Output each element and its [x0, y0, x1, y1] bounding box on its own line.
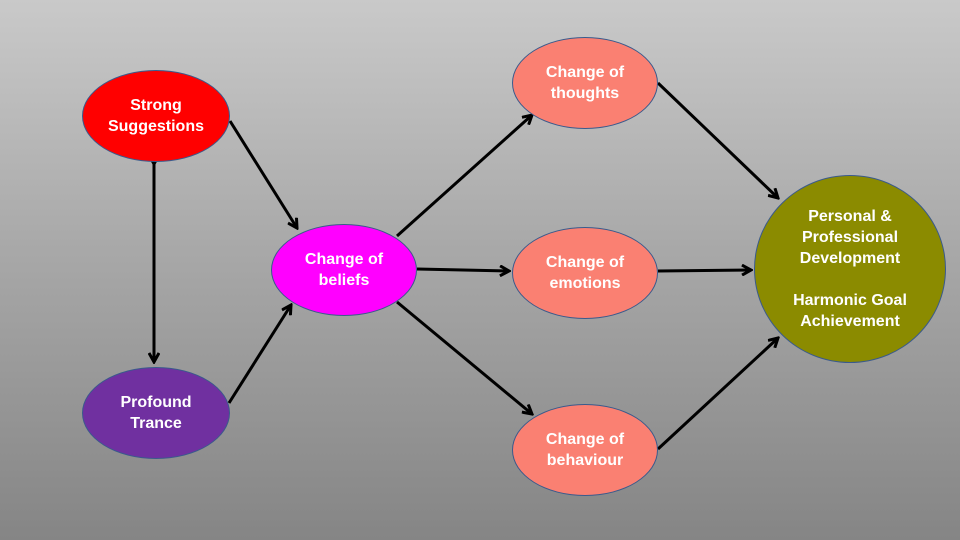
- node-strong-suggestions-label: Strong Suggestions: [107, 97, 204, 135]
- node-change-of-beliefs: Change of beliefs: [271, 224, 417, 316]
- arrow-trance-beliefs: [227, 305, 291, 404]
- node-change-of-emotions-label: Change of emotions: [545, 254, 625, 292]
- node-change-of-behaviour-label: Change of behaviour: [545, 431, 625, 469]
- node-change-of-thoughts: Change of thoughts: [512, 37, 658, 129]
- node-change-of-emotions: Change of emotions: [512, 227, 658, 319]
- arrow-thoughts-personal: [656, 81, 778, 198]
- arrow-beliefs-behaviour: [396, 300, 532, 414]
- arrow-beliefs-thoughts: [395, 115, 532, 238]
- node-change-of-beliefs-label: Change of beliefs: [304, 251, 384, 289]
- node-profound-trance: Profound Trance: [82, 367, 230, 459]
- arrow-emotions-personal: [657, 270, 751, 271]
- node-change-of-behaviour: Change of behaviour: [512, 404, 658, 496]
- node-harmonic-goal-label: Harmonic Goal Achievement: [793, 292, 907, 330]
- arrow-behaviour-personal: [656, 338, 778, 451]
- arrow-suggestions-beliefs: [228, 120, 297, 228]
- node-personal-development-label: Personal & Professional Development: [799, 208, 901, 267]
- node-personal-development: Personal & Professional Development Harm…: [754, 175, 946, 363]
- arrow-beliefs-emotions: [416, 269, 509, 271]
- node-strong-suggestions: Strong Suggestions: [82, 70, 230, 162]
- node-profound-trance-label: Profound Trance: [120, 394, 192, 432]
- node-change-of-thoughts-label: Change of thoughts: [545, 64, 625, 102]
